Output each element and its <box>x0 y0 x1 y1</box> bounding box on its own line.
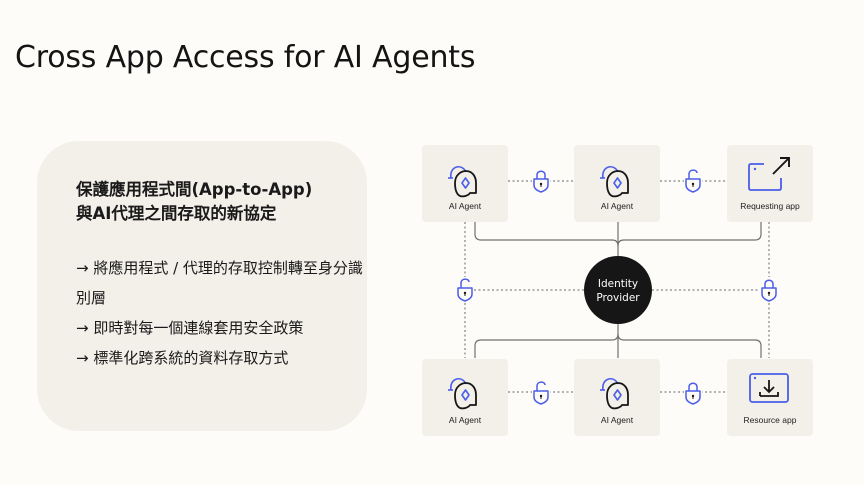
card-label: Requesting app <box>740 201 800 211</box>
card-label: AI Agent <box>601 415 634 425</box>
bullet-list: → 將應用程式 / 代理的存取控制轉至身分識別層 → 即時對每一個連線套用安全政… <box>76 253 366 373</box>
card-bottom-ai-agent-1: AI Agent <box>422 359 508 436</box>
card-label: AI Agent <box>449 415 482 425</box>
bullet-item: → 即時對每一個連線套用安全政策 <box>76 319 304 337</box>
lock-open-icon <box>455 276 475 304</box>
card-top-ai-agent-1: AI Agent <box>422 145 508 222</box>
solid-brackets <box>474 222 762 358</box>
slide-title: Cross App Access for AI Agents <box>15 40 476 75</box>
card-label: AI Agent <box>601 201 634 211</box>
identity-provider-hub: Identity Provider <box>584 256 652 324</box>
panel-heading-line1: 保護應用程式間(App-to-App) <box>76 180 313 199</box>
card-top-ai-agent-2: AI Agent <box>574 145 660 222</box>
lock-open-icon <box>683 167 703 195</box>
summary-panel: 保護應用程式間(App-to-App) 與AI代理之間存取的新協定 → 將應用程… <box>37 141 367 431</box>
lock-closed-icon <box>531 167 551 195</box>
bullet-item: → 標準化跨系統的資料存取方式 <box>76 349 289 367</box>
hub-label-line1: Identity <box>598 278 638 290</box>
lock-closed-icon <box>683 379 703 407</box>
card-bottom-ai-agent-2: AI Agent <box>574 359 660 436</box>
card-resource-app: Resource app <box>727 359 813 436</box>
lock-closed-icon <box>759 276 779 304</box>
lock-open-icon <box>531 379 551 407</box>
card-label: Resource app <box>744 415 797 425</box>
external-link-window-icon <box>748 157 790 191</box>
panel-heading-line2: 與AI代理之間存取的新協定 <box>76 204 277 223</box>
card-requesting-app: Requesting app <box>727 145 813 222</box>
panel-heading: 保護應用程式間(App-to-App) 與AI代理之間存取的新協定 <box>76 178 366 226</box>
download-window-icon <box>749 373 789 403</box>
card-label: AI Agent <box>449 201 482 211</box>
bullet-item: → 將應用程式 / 代理的存取控制轉至身分識別層 <box>76 259 363 307</box>
hub-label-line2: Provider <box>596 292 640 304</box>
